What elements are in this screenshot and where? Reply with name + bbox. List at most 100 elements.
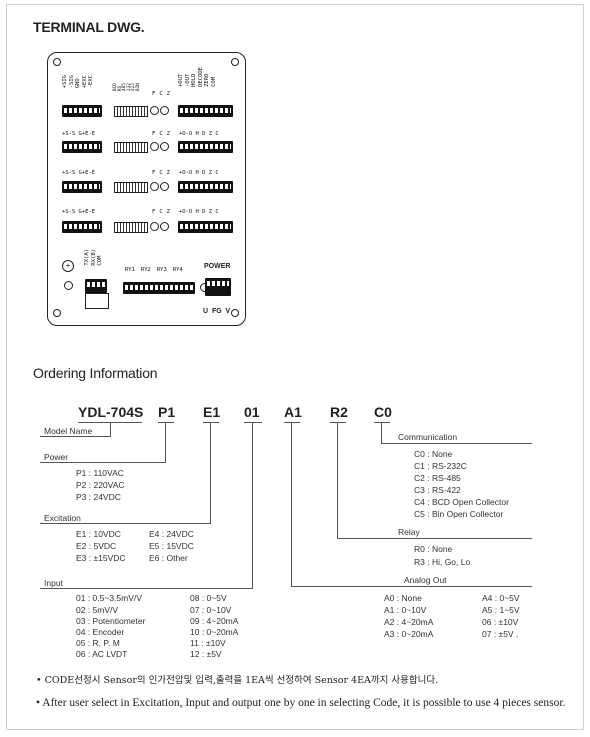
fcz-led [150,222,159,231]
output-terminal-block [178,105,233,117]
relay-option: R3 : Hi, Go, Lo [414,557,471,567]
power-heading: Power [44,452,69,462]
connector-line [381,422,382,443]
analog-option: 07 : ±5V . [482,629,519,639]
code-excitation: E1 [203,404,221,420]
label: COM [210,76,217,87]
top-right-labels: +OUT -OUT HOLD DECODE ZERO COM [178,67,217,87]
sensor-terminal-block [62,221,102,233]
label: GND [75,78,81,89]
label: -EXC [88,75,94,89]
power-terminal-block [205,278,231,296]
output-terminal-block [178,221,233,233]
code-model: YDL-704S [78,404,144,420]
input-option: 01 : 0.5~3.5mV/V [76,593,142,603]
communication-option: C0 : None [414,449,453,459]
note-korean: • CODE선정시 Sensor의 인가전압및 입력,출력을 1EA씩 선정하여… [36,675,439,686]
communication-option: C2 : RS-485 [414,473,461,483]
power-option: P2 : 220VAC [76,480,125,490]
communication-option: C1 : RS-232C [414,461,467,471]
analog-option: A2 : 4~20mA [384,617,434,627]
page-frame [6,4,584,730]
input-heading: Input [44,578,63,588]
fcz-led [150,182,159,191]
connector-line [337,538,532,539]
code-underline [330,422,346,423]
sensor-terminal-block [62,141,102,153]
input-option: 10 : 0~20mA [190,627,239,637]
label: C [159,91,163,97]
mount-hole [231,58,239,66]
communication-option: C3 : RS-422 [414,485,461,495]
input-option: 02 : 5mV/V [76,605,119,615]
power-pins: U FG V [203,308,231,315]
comm-terminal-block [85,279,107,293]
code-underline [284,422,300,423]
input-option: 07 : 0~10V [190,605,232,615]
fcz-led [160,106,169,115]
excitation-heading: Excitation [44,513,81,523]
fcz-led [150,142,159,151]
row-left-label: +S-S G+E-E [62,131,96,137]
analog-option: A3 : 0~20mA [384,629,434,639]
row-left-label: +S-S G+E-E [62,209,96,215]
analog-option: A4 : 0~5V [482,593,520,603]
communication-option: C4 : BCD Open Collector [414,497,509,507]
excitation-option: E4 : 24VDC [149,529,194,539]
input-option: 04 : Encoder [76,627,125,637]
dip-switch [114,182,148,193]
top-left-labels: +SIG -SIG GND +EXC -EXC [62,75,95,89]
connector-line [252,422,253,588]
input-option: 09 : 4~20mA [190,616,239,626]
mount-hole [231,309,239,317]
excitation-option: E5 : 15VDC [149,541,194,551]
power-label: POWER [204,263,231,270]
relay-labels: RY1 RY2 RY3 RY4 [125,267,183,273]
mount-hole [53,58,61,66]
connector-line [291,586,532,587]
connector-line [291,422,292,586]
output-terminal-block [178,181,233,193]
label: +SIG [62,75,68,89]
fcz-labels: F C Z [152,91,170,97]
label: ZERO [204,73,210,87]
input-option: 12 : ±5V [190,649,222,659]
connector-line [40,588,253,589]
label: F [152,91,156,97]
dip-switch [114,106,148,117]
excitation-option: E3 : ±15VDC [76,553,126,563]
code-communication: C0 [374,404,392,420]
analog-option: A0 : None [384,593,422,603]
dip-switch [114,222,148,233]
row-right-label: +O-O H D Z C [179,209,219,215]
terminal-diagram: +SIG -SIG GND +EXC -EXC BCD RS 485 232 4… [47,52,246,326]
connector-line [210,422,211,523]
input-option: 11 : ±10V [190,638,226,648]
fcz-led [150,106,159,115]
fcz-led [160,182,169,191]
relay-heading: Relay [398,527,420,537]
communication-heading: Communication [398,432,458,442]
input-option: 06 : AC LVDT [76,649,128,659]
code-underline [374,422,390,423]
connector-line [40,462,166,463]
input-option: 08 : 0~5V [190,593,227,603]
code-underline [203,422,219,423]
code-analog: A1 [284,404,302,420]
excitation-option: E2 : 5VDC [76,541,117,551]
connector-line [381,443,532,444]
input-option: 05 : R. P. M [76,638,120,648]
row-mid-labels: F C Z [152,170,170,176]
sensor-terminal-block [62,181,102,193]
ordering-title: Ordering Information [33,365,158,381]
fcz-led [160,222,169,231]
analog-option: A1 : 0~10V [384,605,427,615]
row-mid-labels: F C Z [152,209,170,215]
label: +OUT [178,73,184,87]
model-name-label: Model Name [44,426,93,436]
label: HOLD [191,73,197,87]
input-option: 03 : Potentiometer [76,616,146,626]
sensor-terminal-block [62,105,102,117]
code-underline [244,422,262,423]
connector-line [40,436,111,437]
